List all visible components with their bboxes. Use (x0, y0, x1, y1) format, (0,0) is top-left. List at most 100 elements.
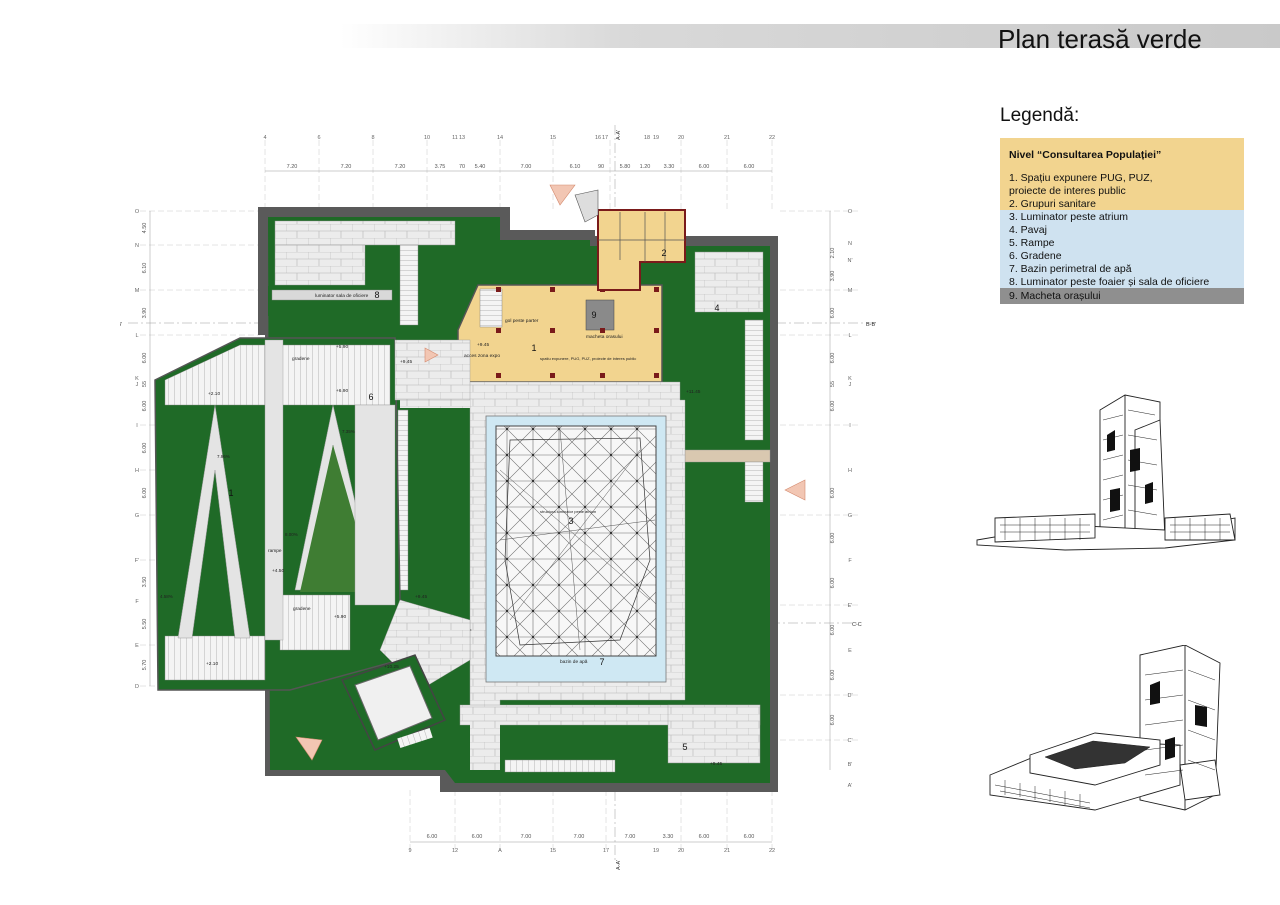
legend-box: Nivel “Consultarea Populației” 1. Spațiu… (1000, 138, 1244, 306)
dimension-label: 7.20 (395, 164, 406, 170)
zone-number-2: 2 (661, 248, 666, 258)
label-gol-peste-parter: gol peste parter (505, 318, 539, 324)
dimension-label: 6.00 (830, 715, 836, 726)
axis-label: I (849, 423, 851, 429)
dimension-label: 6.10 (142, 263, 148, 274)
axis-label: 12 (452, 848, 458, 854)
section-cc: C-C (852, 622, 862, 628)
dimension-label: 5.40 (475, 164, 486, 170)
axis-label: 8 (371, 135, 374, 141)
level-marker: +6.90 (336, 388, 348, 394)
zone-number-7: 7 (599, 657, 604, 667)
title-banner (340, 24, 1280, 48)
dimension-label: 5.80 (620, 164, 631, 170)
level-marker: +5.90 (334, 614, 346, 620)
axis-label: 15 (550, 848, 556, 854)
legend-band-exhibition (1000, 138, 1244, 210)
dimension-label: 6.00 (142, 443, 148, 454)
axis-label: O (135, 209, 140, 215)
dimension-label: 6.00 (830, 353, 836, 364)
stair-south (504, 759, 616, 773)
zone-number-4: 4 (714, 303, 719, 313)
dimension-label: 6.00 (744, 834, 755, 840)
dimension-label: 6.00 (699, 834, 710, 840)
slope-label: 7.35% (342, 429, 355, 434)
label-luminator-sala: luminator sala de oficiere (315, 293, 369, 299)
legend-item: proiecte de interes public (1009, 185, 1126, 197)
dimension-label: 7.00 (574, 834, 585, 840)
dimension-labels-right: 2.10 3.90 6.00 6.00 55 6.00 6.00 6.00 6.… (830, 248, 836, 726)
level-marker: +2.10 (208, 391, 220, 397)
dimension-label: 3.30 (664, 164, 675, 170)
axis-label: D' (847, 693, 852, 699)
entry-arrow-expo (424, 347, 439, 363)
zone-number-1-ramp: 1 (228, 488, 233, 498)
slope-labels: 7.96% 7.35% 8.00% 4.58% (160, 429, 355, 599)
dimension-label: 6.00 (830, 488, 836, 499)
legend-item: 2. Grupuri sanitare (1009, 198, 1096, 210)
axis-label: O (848, 209, 853, 215)
axis-label: 17 (602, 135, 608, 141)
dimension-label: 6.10 (570, 164, 581, 170)
label-rampe: rampe (268, 548, 282, 554)
dimension-label: 6.00 (830, 670, 836, 681)
paving-top-left (274, 244, 366, 286)
axis-label: K (848, 376, 852, 382)
zone-4-paving (694, 251, 764, 313)
legend-item: 8. Luminator peste foaier și sala de ofi… (1009, 276, 1210, 288)
axis-label: M (848, 288, 853, 294)
axis-labels-right: O N N' M L K J I H G F E' E D' C' B' A' (847, 209, 852, 789)
paving-south-west (470, 712, 500, 770)
axis-label: 20 (678, 135, 684, 141)
dimension-label: 6.00 (472, 834, 483, 840)
axis-label: N (135, 243, 139, 249)
slope-label: 8.00% (285, 532, 298, 537)
dimension-label: 55 (830, 381, 836, 387)
zone-numbers: 1 2 3 4 5 6 7 8 9 1 (228, 248, 719, 752)
skylight-8 (271, 289, 393, 301)
level-marker: +11.45 (686, 389, 701, 395)
legend-item: 5. Rampe (1009, 237, 1055, 249)
level-marker: +10.25 (384, 664, 399, 670)
skylight-structure-outline (504, 437, 651, 646)
dimension-label: 70 (459, 164, 465, 170)
dimension-label: 90 (598, 164, 604, 170)
label-macheta-orasului: macheta orasului (586, 334, 623, 340)
axis-label: N' (847, 258, 852, 264)
level-markers: +5.90 +6.90 +2.10 +9.45 +9.45 +11.45 +4.… (206, 342, 722, 767)
dimension-label: 3.75 (435, 164, 446, 170)
axis-grid (140, 140, 860, 850)
stair-expo (479, 288, 503, 328)
dimension-labels-top: 7.20 7.20 7.20 3.75 70 5.40 7.00 6.10 90… (287, 164, 755, 170)
axis-labels-left: O N M L K J I H G F' F E D (135, 209, 140, 690)
axis-label: 14 (497, 135, 503, 141)
axis-label: 4 (263, 135, 266, 141)
level-marker: +4.50 (272, 568, 284, 574)
level-marker: +5.90 (336, 344, 348, 350)
legend-item: 4. Pavaj (1009, 224, 1047, 236)
dimension-labels-left: 4.50 6.10 3.90 6.00 55 6.00 6.00 6.00 3.… (142, 223, 148, 671)
legend-band-model (1000, 288, 1244, 304)
legend-level-heading: Nivel “Consultarea Populației” (1009, 149, 1162, 161)
dimension-label: 6.00 (830, 533, 836, 544)
axis-label: 22 (769, 135, 775, 141)
level-marker: +9.45 (415, 594, 427, 600)
dimension-label: 7.00 (521, 834, 532, 840)
label-gradene-bottom: gradene (293, 606, 311, 612)
axis-label: 19 (653, 135, 659, 141)
section-aa-top: A-A' (616, 130, 622, 140)
axis-label: 18 (644, 135, 650, 141)
axis-label: 10 (424, 135, 430, 141)
zone-2-sanitary (574, 189, 686, 291)
legend-item: 6. Gradene (1009, 250, 1062, 262)
axis-label: A' (848, 783, 853, 789)
axis-label: N (848, 241, 852, 247)
axis-label: H (848, 468, 852, 474)
page-title: Plan terasă verde (998, 24, 1202, 54)
legend-item: 7. Bazin perimetral de apă (1009, 263, 1132, 275)
axis-label: G (848, 513, 852, 519)
axis-label: J (849, 382, 852, 388)
zone-number-3: 3 (568, 516, 573, 526)
label-gradene-top: gradene (292, 356, 310, 362)
zone-number-5: 5 (682, 742, 687, 752)
